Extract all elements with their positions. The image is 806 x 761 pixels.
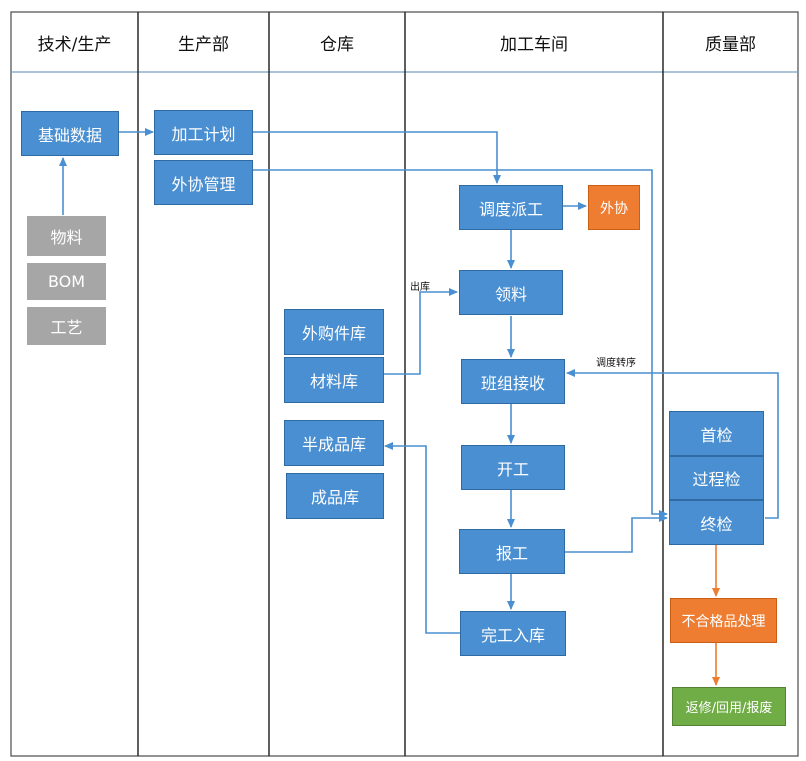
node-first-check: 首检 [669,411,764,456]
node-base-data: 基础数据 [21,111,119,156]
edge-label-reschedule: 调度转序 [596,358,636,369]
node-material: 物料 [27,216,106,256]
edge-report-to-final [565,514,668,553]
node-process: 工艺 [27,307,106,345]
lane-header-quality: 质量部 [705,34,756,55]
edge-final-to-team [566,369,779,519]
node-nonconform: 不合格品处理 [670,598,777,643]
node-finished-wh: 成品库 [286,473,384,519]
edge-complete-to-semi [384,442,460,634]
node-material-wh: 材料库 [284,357,384,403]
node-semi-wh: 半成品库 [284,420,384,466]
node-team-receive: 班组接收 [461,359,565,404]
edge-label-out-wh: 出库 [410,282,430,293]
node-bom: BOM [27,263,106,300]
lane-header-warehouse: 仓库 [320,34,354,55]
node-purchased-parts: 外购件库 [284,309,384,355]
node-start: 开工 [461,445,565,490]
node-complete-in: 完工入库 [460,611,566,656]
edge-material-wh-to-pick [384,288,458,375]
node-pick: 领料 [459,270,563,315]
node-rework: 返修/回用/报废 [672,687,786,726]
node-dispatch: 调度派工 [459,185,563,230]
edge-plan-to-dispatch [252,131,501,184]
node-plan: 加工计划 [154,110,253,155]
node-outsource-mgmt: 外协管理 [154,160,253,205]
node-process-check: 过程检 [669,456,764,500]
lane-header-tech: 技术/生产 [37,34,112,55]
lane-header-workshop: 加工车间 [500,34,568,55]
node-final-check: 终检 [669,500,764,545]
node-report: 报工 [459,529,565,574]
lane-header-production: 生产部 [178,34,229,55]
node-outsource: 外协 [588,185,640,230]
